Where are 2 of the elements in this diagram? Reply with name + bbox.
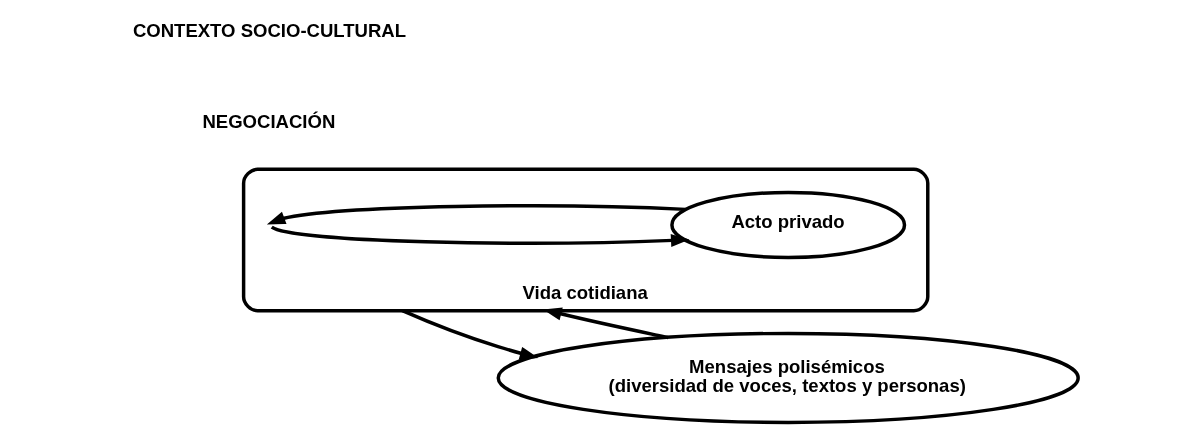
label: CONTEXTO SOCIO-CULTURAL bbox=[132, 19, 407, 41]
label: NEGOCIACIÓN bbox=[202, 111, 336, 133]
